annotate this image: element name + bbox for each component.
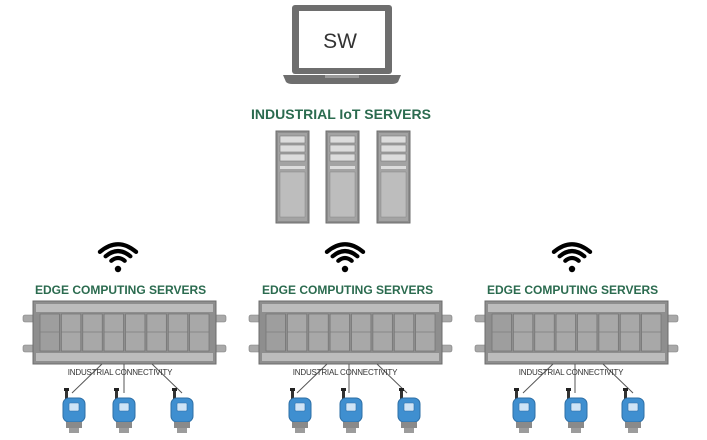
wireless-transmitter-icon-3-2 [564, 388, 588, 433]
laptop-icon [283, 5, 401, 84]
edge-group-2-title: EDGE COMPUTING SERVERS [262, 283, 434, 297]
edge-group-3-connectivity-label: INDUSTRIAL CONNECTIVITY [518, 368, 624, 377]
wireless-transmitter-icon-3-1 [512, 388, 536, 433]
wireless-transmitter-icon-3-3 [621, 388, 645, 433]
edge-chassis-icon-2 [248, 300, 453, 365]
wireless-transmitter-icon-2-1 [288, 388, 312, 433]
server-tower-icon-2 [325, 130, 360, 224]
edge-group-1-connectivity-label: INDUSTRIAL CONNECTIVITY [67, 368, 173, 377]
wifi-icon-2 [324, 242, 366, 273]
server-tower-icon-3 [376, 130, 411, 224]
laptop-label: SW [323, 30, 357, 53]
wifi-icon-3 [551, 242, 593, 273]
server-tower-icon-1 [275, 130, 310, 224]
wireless-transmitter-icon-2-2 [339, 388, 363, 433]
iot-servers-title: INDUSTRIAL IoT SERVERS [251, 106, 431, 122]
wifi-icon-1 [97, 242, 139, 273]
edge-chassis-icon-3 [474, 300, 679, 365]
edge-chassis-icon-1 [22, 300, 227, 365]
wireless-transmitter-icon-1-3 [170, 388, 194, 433]
wireless-transmitter-icon-2-3 [397, 388, 421, 433]
edge-group-2-connectivity-label: INDUSTRIAL CONNECTIVITY [292, 368, 398, 377]
edge-group-1-title: EDGE COMPUTING SERVERS [35, 283, 207, 297]
wireless-transmitter-icon-1-2 [112, 388, 136, 433]
edge-group-3-title: EDGE COMPUTING SERVERS [487, 283, 659, 297]
wireless-transmitter-icon-1-1 [62, 388, 86, 433]
